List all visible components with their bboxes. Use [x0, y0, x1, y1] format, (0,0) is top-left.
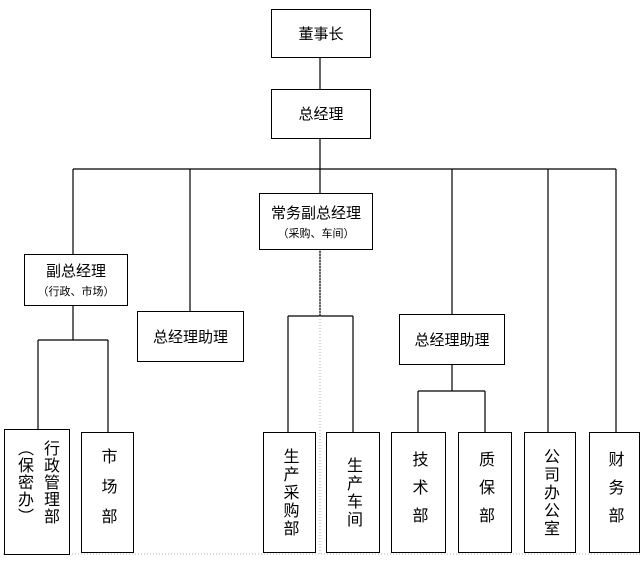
production-purchase-box: 生产采购部: [263, 432, 316, 553]
general-manager-label: 总经理: [298, 105, 344, 123]
gm-assistant-left-box: 总经理助理: [137, 311, 244, 362]
technology-dept-box: 技术部: [391, 432, 446, 553]
quality-dept-label: 质保部: [476, 450, 495, 535]
exec-deputy-gm-box: 常务副总经理 （采购、车间）: [259, 193, 373, 250]
deputy-gm-admin-title: 副总经理: [45, 262, 106, 280]
gm-assistant-right-box: 总经理助理: [399, 314, 505, 365]
production-workshop-box: 生产车间: [326, 432, 380, 553]
production-purchase-label: 生产采购部: [280, 447, 300, 538]
admin-dept-label: 行政管理部: [41, 440, 60, 525]
finance-dept-box: 财务部: [589, 432, 640, 553]
exec-deputy-gm-title: 常务副总经理: [270, 203, 361, 222]
admin-dept-box: 行政管理部 （保密办）: [4, 429, 70, 555]
exec-deputy-gm-scope: （采购、车间）: [277, 226, 355, 240]
deputy-gm-admin-box: 副总经理 （行政、市场）: [24, 254, 128, 306]
gm-assistant-left-label: 总经理助理: [152, 327, 228, 346]
quality-dept-box: 质保部: [458, 432, 512, 553]
company-office-box: 公司办公室: [524, 432, 576, 553]
production-workshop-label: 生产车间: [344, 456, 363, 529]
chairman-box: 董事长: [271, 9, 371, 58]
chairman-label: 董事长: [298, 24, 344, 43]
confidentiality-office-label: （保密办）: [15, 440, 34, 525]
gm-assistant-right-label: 总经理助理: [414, 330, 490, 349]
company-office-label: 公司办公室: [541, 447, 560, 538]
market-dept-label: 市场部: [98, 447, 118, 538]
market-dept-box: 市场部: [81, 432, 134, 553]
general-manager-box: 总经理: [271, 89, 371, 139]
deputy-gm-admin-scope: （行政、市场）: [37, 285, 115, 298]
finance-dept-label: 财务部: [605, 450, 625, 535]
technology-dept-label: 技术部: [409, 450, 429, 535]
